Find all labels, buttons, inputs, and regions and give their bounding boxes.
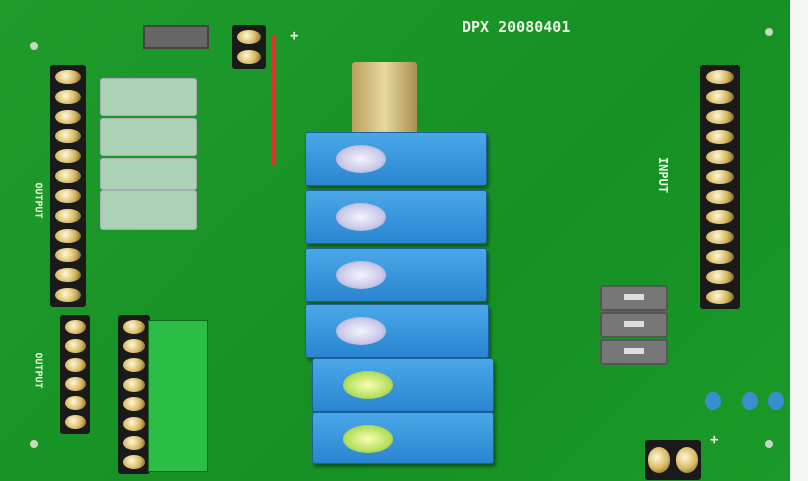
jumper — [600, 339, 668, 365]
switch — [143, 25, 209, 49]
output-terminal-block — [50, 65, 86, 307]
capacitor — [705, 392, 721, 410]
mount-hole — [765, 28, 773, 36]
relay-module — [312, 412, 494, 464]
board-title: DPX 20080401 — [462, 18, 571, 36]
relay-clear — [100, 190, 197, 230]
output-label-top: OUTPUT — [32, 182, 44, 219]
relay-clear — [100, 158, 197, 190]
red-wire — [272, 35, 275, 165]
plus-marking-bottom: + — [710, 432, 719, 448]
relay-module — [312, 358, 494, 412]
relay-clear — [100, 78, 197, 116]
mount-hole — [30, 42, 38, 50]
input-terminal-block — [700, 65, 740, 309]
power-terminal-top — [232, 25, 266, 69]
mount-hole — [765, 440, 773, 448]
relay-module — [305, 304, 489, 358]
relay-module — [305, 248, 487, 302]
mount-hole — [30, 440, 38, 448]
diode-board — [148, 320, 208, 472]
output-label-bottom: OUTPUT — [32, 352, 44, 389]
jumper — [600, 285, 668, 311]
output-terminal-block-2 — [60, 315, 90, 434]
capacitor — [742, 392, 758, 410]
plus-marking-top: + — [290, 28, 299, 44]
input-label: INPUT — [656, 156, 671, 194]
relay-module — [305, 190, 487, 244]
circuit-board: DPX 20080401 INPUT OUTPUT OUTPUT + + — [0, 0, 790, 481]
relay-clear — [100, 118, 197, 156]
relay-module — [305, 132, 487, 186]
output-terminal-block-3 — [118, 315, 150, 474]
din-rail — [352, 62, 417, 134]
power-terminal-bottom — [645, 440, 701, 480]
jumper — [600, 312, 668, 338]
capacitor — [768, 392, 784, 410]
